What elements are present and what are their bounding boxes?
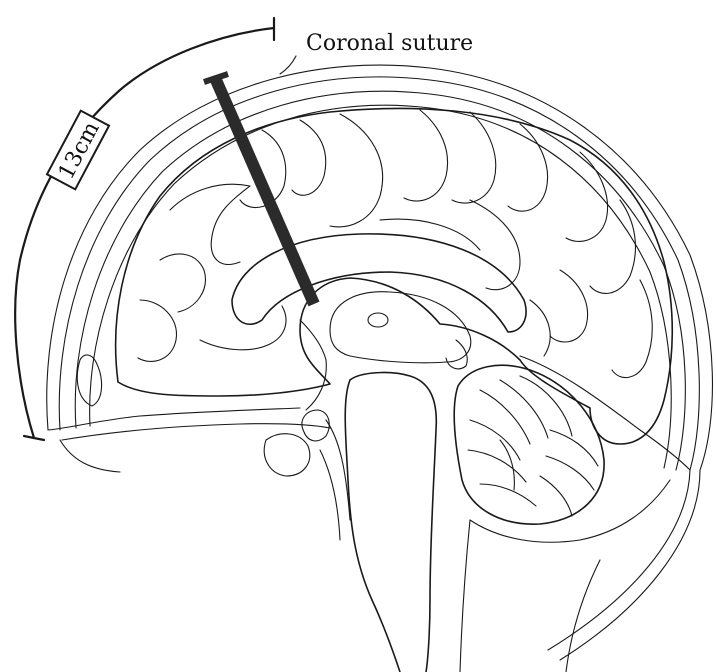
sulcus-8 <box>452 112 496 203</box>
needle-hub <box>204 74 228 82</box>
folia-7 <box>546 456 594 490</box>
frontal-base-2 <box>62 424 330 440</box>
measurement-arc <box>15 28 274 438</box>
massa-intermedia <box>368 313 388 327</box>
sulcus-3 <box>138 300 177 361</box>
back-of-skull <box>560 470 700 660</box>
sulcus-14 <box>470 200 520 290</box>
brainstem-front <box>345 380 400 672</box>
sulcus-16 <box>200 306 286 350</box>
folia-6 <box>480 484 536 506</box>
folia-4 <box>470 420 520 460</box>
needle-shaft <box>216 80 314 304</box>
skull-outer <box>59 77 699 470</box>
cerebrum-outline <box>116 108 673 444</box>
sulcus-11 <box>590 200 635 293</box>
sulcus-9 <box>508 124 548 211</box>
thalamus <box>330 292 471 363</box>
sulcus-13 <box>550 270 588 342</box>
cerebellum <box>454 365 604 524</box>
measurement-indicator: 13cm <box>15 18 274 440</box>
folia-8 <box>540 476 572 516</box>
orbit-notch <box>60 440 120 472</box>
sulcus-1 <box>170 184 250 264</box>
sulcus-17 <box>530 300 550 356</box>
skull-inner <box>75 91 685 470</box>
sulcus-7 <box>404 110 448 201</box>
brainstem <box>350 373 436 672</box>
skull-contours <box>47 65 713 660</box>
sulcus-12 <box>612 280 652 378</box>
tentorium <box>520 356 690 470</box>
sulcus-2 <box>160 254 205 312</box>
neck-inner <box>460 520 470 672</box>
gyri <box>138 110 652 378</box>
clivus <box>320 450 340 540</box>
measurement-label-box: 13cm <box>47 111 109 190</box>
needle <box>204 74 314 304</box>
folia-3 <box>520 376 572 436</box>
pineal <box>446 340 467 369</box>
sulcus-6 <box>330 114 383 227</box>
cerebrum <box>116 108 673 444</box>
coronal-suture-label: Coronal suture <box>306 31 473 56</box>
coronal-suture-line <box>280 56 296 74</box>
sphenoid <box>264 434 310 476</box>
neck-back <box>566 560 600 672</box>
sulcus-5 <box>292 120 326 195</box>
